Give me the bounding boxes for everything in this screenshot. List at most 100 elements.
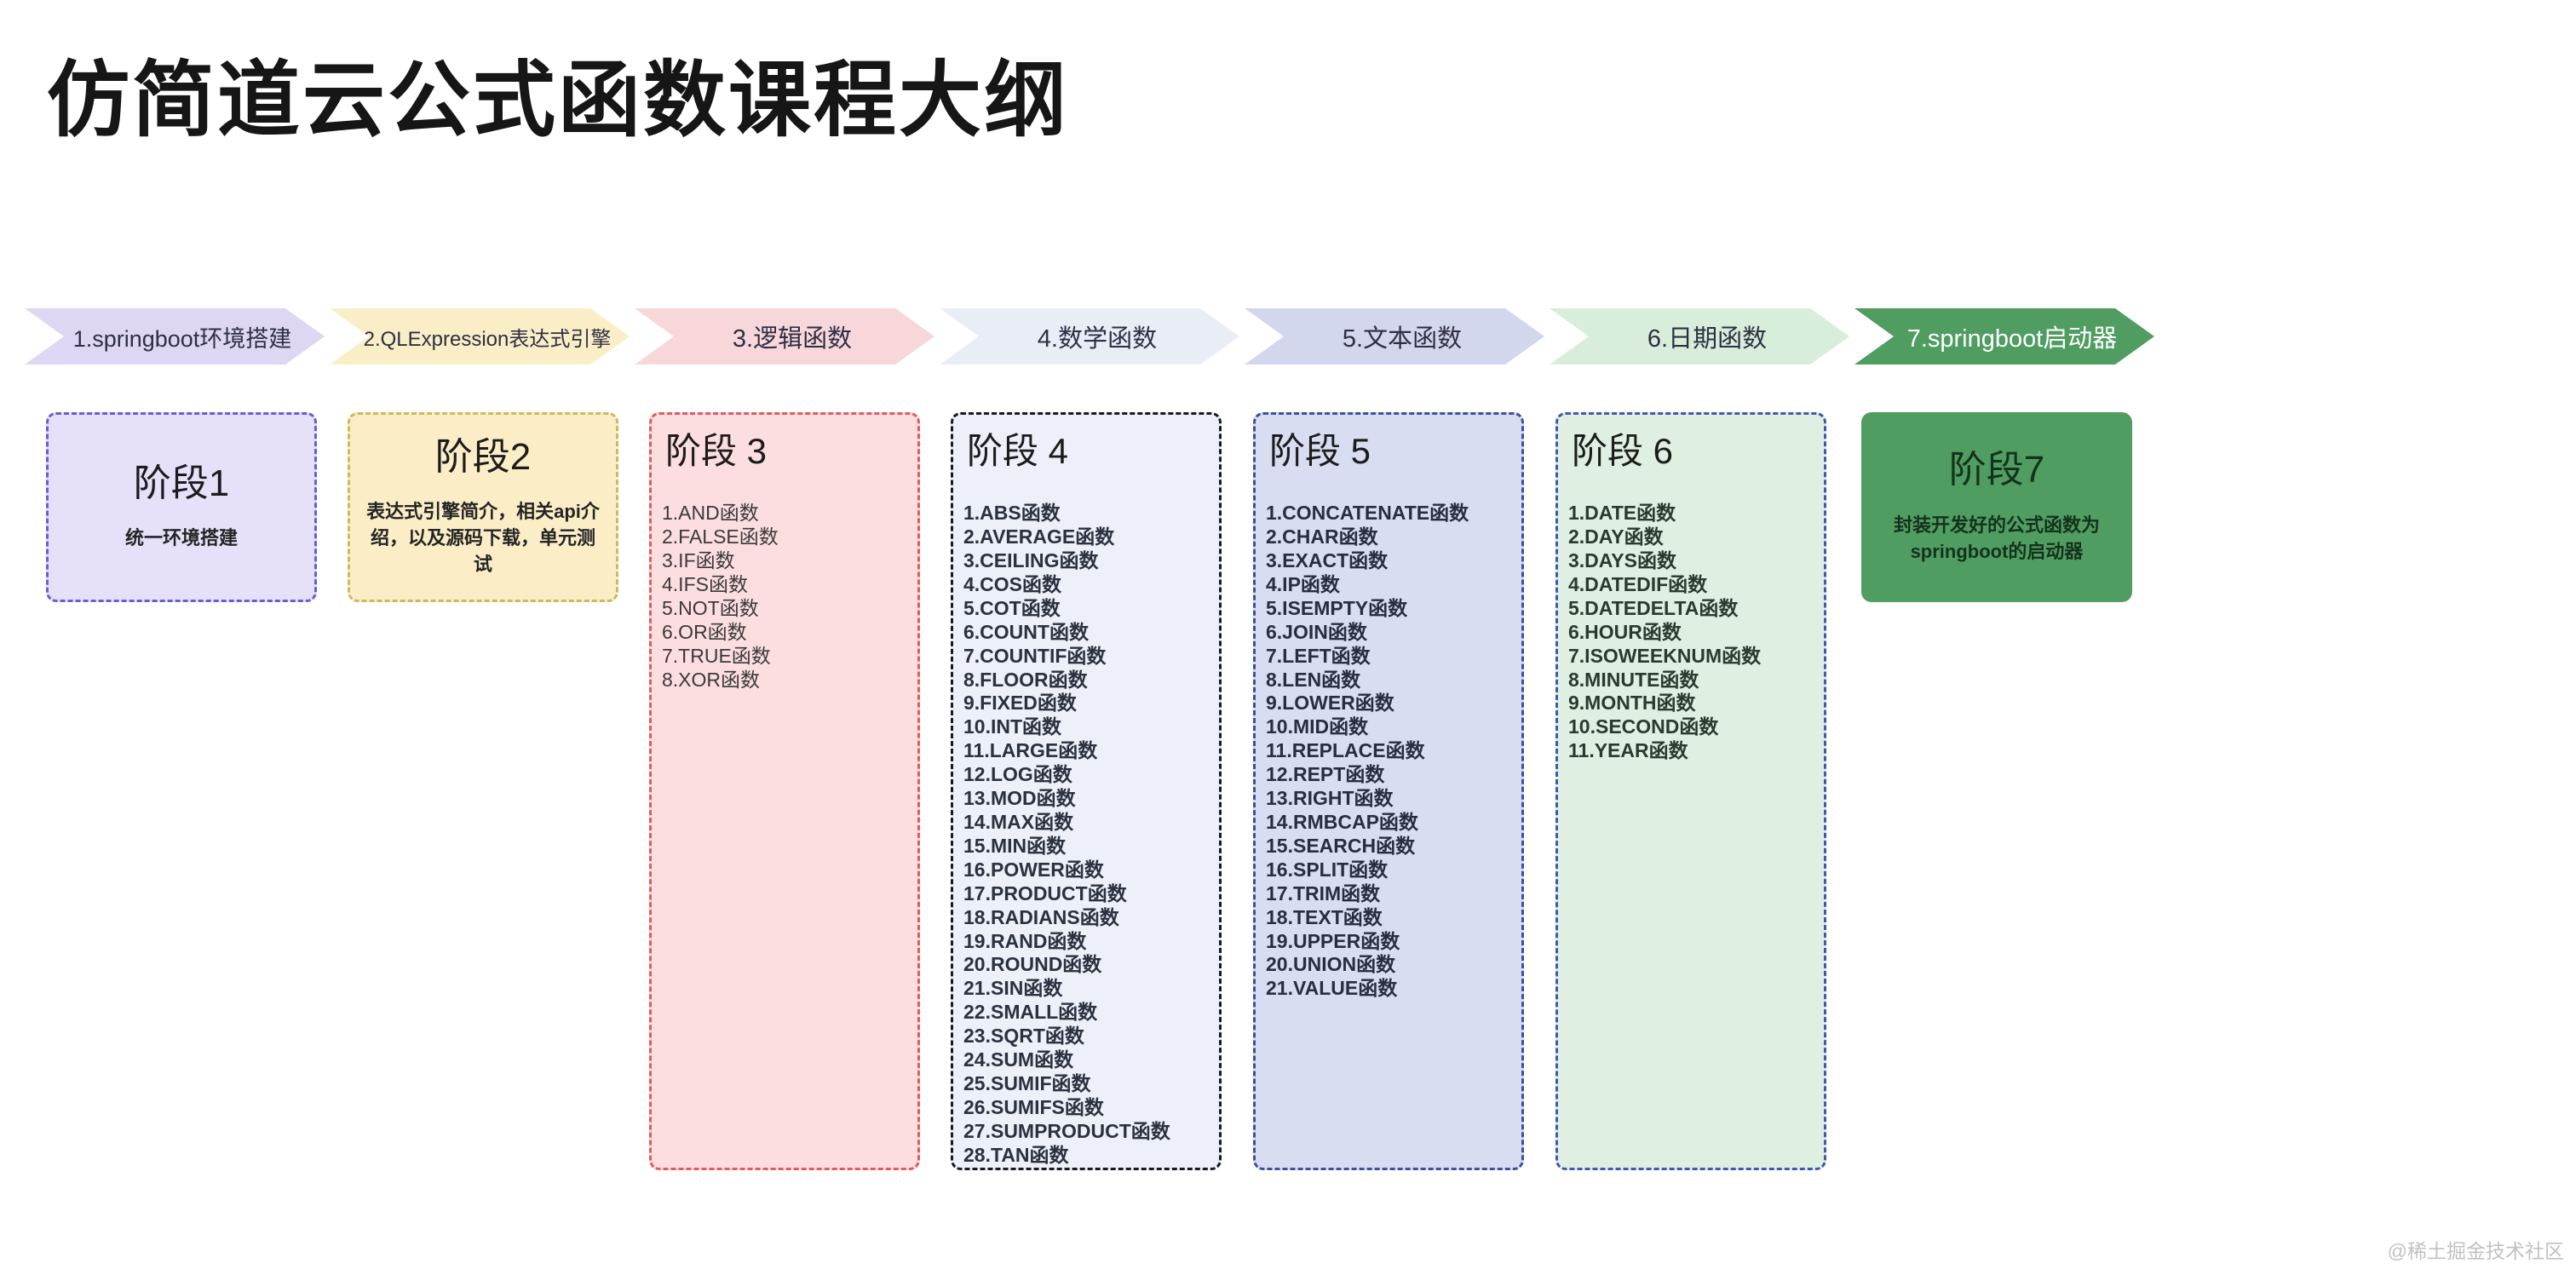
stage-card-title: 阶段2 xyxy=(434,435,532,478)
function-list-item: 25.SUMIF函数 xyxy=(963,1071,1091,1094)
function-list-item: 2.DAY函数 xyxy=(1568,525,1664,548)
stage-chevron-label: 2.QLExpression表达式引擎 xyxy=(363,327,612,351)
function-list-item: 1.DATE函数 xyxy=(1568,502,1676,525)
function-list-item: 6.HOUR函数 xyxy=(1568,620,1682,643)
function-list-item: 11.LARGE函数 xyxy=(963,739,1098,762)
stage-card-description: 统一环境搭建 xyxy=(124,527,238,549)
function-list-item: 15.MIN函数 xyxy=(963,834,1067,857)
stage-chevron-label: 4.数学函数 xyxy=(1037,325,1158,353)
stage-card-title: 阶段 4 xyxy=(967,431,1069,471)
stage-card-2: 阶段2 表达式引擎简介，相关api介绍，以及源码下载，单元测试 xyxy=(348,412,618,602)
function-list-item: 9.LOWER函数 xyxy=(1266,692,1394,715)
stage-card-title: 阶段1 xyxy=(133,462,230,504)
function-list-item: 5.NOT函数 xyxy=(662,596,759,619)
function-list-item: 1.ABS函数 xyxy=(963,502,1061,525)
function-list-item: 3.IF函数 xyxy=(662,549,735,571)
function-list-item: 17.TRIM函数 xyxy=(1266,881,1381,904)
function-list-item: 20.UNION函数 xyxy=(1266,953,1396,976)
function-list-item: 27.SUMPRODUCT函数 xyxy=(963,1119,1170,1142)
function-list-item: 16.POWER函数 xyxy=(963,858,1104,881)
stage-chevron-3: 3.逻辑函数 xyxy=(635,308,934,365)
function-list-item: 7.COUNTIF函数 xyxy=(963,644,1107,667)
function-list-item: 10.SECOND函数 xyxy=(1568,715,1719,738)
function-list-item: 5.ISEMPTY函数 xyxy=(1266,596,1408,619)
function-list-item: 4.IP函数 xyxy=(1266,572,1340,595)
function-list-item: 6.OR函数 xyxy=(662,620,747,643)
function-list-item: 15.SEARCH函数 xyxy=(1266,834,1416,857)
function-list-item: 19.UPPER函数 xyxy=(1266,929,1400,952)
function-list-item: 16.SPLIT函数 xyxy=(1266,858,1389,881)
function-list-item: 21.SIN函数 xyxy=(963,977,1063,1000)
function-list-item: 22.SMALL函数 xyxy=(963,1001,1098,1024)
stage-card-title: 阶段 6 xyxy=(1572,431,1674,471)
function-list-item: 12.LOG函数 xyxy=(963,763,1072,786)
function-list-item: 9.FIXED函数 xyxy=(963,692,1077,715)
watermark: @稀土掘金技术社区 xyxy=(2387,1240,2564,1262)
function-list-item: 3.CEILING函数 xyxy=(963,549,1099,571)
function-list-item: 17.PRODUCT函数 xyxy=(963,881,1127,904)
stage-chevron-7: 7.springboot启动器 xyxy=(1854,308,2154,365)
function-list-item: 5.DATEDELTA函数 xyxy=(1568,596,1739,619)
function-list-item: 2.CHAR函数 xyxy=(1266,525,1378,548)
function-list-item: 7.LEFT函数 xyxy=(1266,644,1371,667)
stage-card-title: 阶段 5 xyxy=(1269,431,1371,471)
function-list-item: 7.TRUE函数 xyxy=(662,644,771,667)
function-list-item: 13.RIGHT函数 xyxy=(1266,787,1394,810)
function-list-item: 21.VALUE函数 xyxy=(1266,977,1398,1000)
stage-chevron-label: 5.文本函数 xyxy=(1342,325,1463,353)
stage-card-description: 封装开发好的公式函数为springboot的启动器 xyxy=(1893,514,2100,562)
function-list-item: 8.FLOOR函数 xyxy=(963,668,1088,691)
function-list-item: 2.AVERAGE函数 xyxy=(963,525,1115,548)
stage-chevron-label: 6.日期函数 xyxy=(1647,325,1768,353)
page-title: 仿简道云公式函数课程大纲 xyxy=(47,54,1069,146)
stage-chevron-4: 4.数学函数 xyxy=(940,308,1239,365)
function-list-item: 6.JOIN函数 xyxy=(1266,620,1367,643)
function-list-item: 5.COT函数 xyxy=(963,596,1061,619)
stage-card-7: 阶段7 封装开发好的公式函数为springboot的启动器 xyxy=(1861,412,2132,602)
function-list-item: 24.SUM函数 xyxy=(963,1048,1074,1071)
function-list-item: 1.AND函数 xyxy=(662,502,759,525)
stage-chevron-5: 5.文本函数 xyxy=(1245,308,1544,365)
stage-chevron-2: 2.QLExpression表达式引擎 xyxy=(330,308,630,365)
function-list-item: 23.SQRT函数 xyxy=(963,1025,1084,1048)
function-list-item: 8.XOR函数 xyxy=(662,668,761,691)
function-list-item: 4.COS函数 xyxy=(963,572,1062,595)
stage-card-description: 表达式引擎简介，相关api介绍，以及源码下载，单元测试 xyxy=(366,501,600,576)
stage-chevron-label: 7.springboot启动器 xyxy=(1906,325,2118,353)
function-list-item: 2.FALSE函数 xyxy=(662,525,779,548)
stage-card-title: 阶段 3 xyxy=(665,431,768,471)
stage-chevron-6: 6.日期函数 xyxy=(1550,308,1849,365)
function-list-item: 18.TEXT函数 xyxy=(1266,905,1383,928)
stage-chevron-1: 1.springboot环境搭建 xyxy=(25,308,325,365)
function-list-item: 14.RMBCAP函数 xyxy=(1266,810,1418,833)
function-list-item: 13.MOD函数 xyxy=(963,787,1076,810)
stage-card-1: 阶段1 统一环境搭建 xyxy=(46,412,317,602)
function-list-item: 14.MAX函数 xyxy=(963,810,1074,833)
function-list-item: 12.REPT函数 xyxy=(1266,763,1385,786)
function-list-item: 19.RAND函数 xyxy=(963,929,1087,952)
stage-chevron-label: 1.springboot环境搭建 xyxy=(72,325,292,352)
function-list-item: 28.TAN函数 xyxy=(963,1143,1069,1166)
stage-chevron-label: 3.逻辑函数 xyxy=(732,325,853,353)
function-list-item: 4.DATEDIF函数 xyxy=(1568,572,1708,595)
function-list-item: 4.IFS函数 xyxy=(662,572,748,595)
function-list-item: 20.ROUND函数 xyxy=(963,953,1102,976)
function-list-item: 9.MONTH函数 xyxy=(1568,692,1696,715)
function-list-item: 3.EXACT函数 xyxy=(1266,549,1389,571)
function-list-item: 7.ISOWEEKNUM函数 xyxy=(1568,644,1762,667)
function-list-item: 18.RADIANS函数 xyxy=(963,905,1119,928)
function-list-item: 10.MID函数 xyxy=(1266,715,1369,738)
function-list-item: 6.COUNT函数 xyxy=(963,620,1089,643)
function-list-item: 8.MINUTE函数 xyxy=(1568,668,1699,691)
function-list-item: 11.REPLACE函数 xyxy=(1266,739,1425,762)
function-list-item: 3.DAYS函数 xyxy=(1568,549,1676,571)
stage-card-title: 阶段7 xyxy=(1948,449,2045,491)
